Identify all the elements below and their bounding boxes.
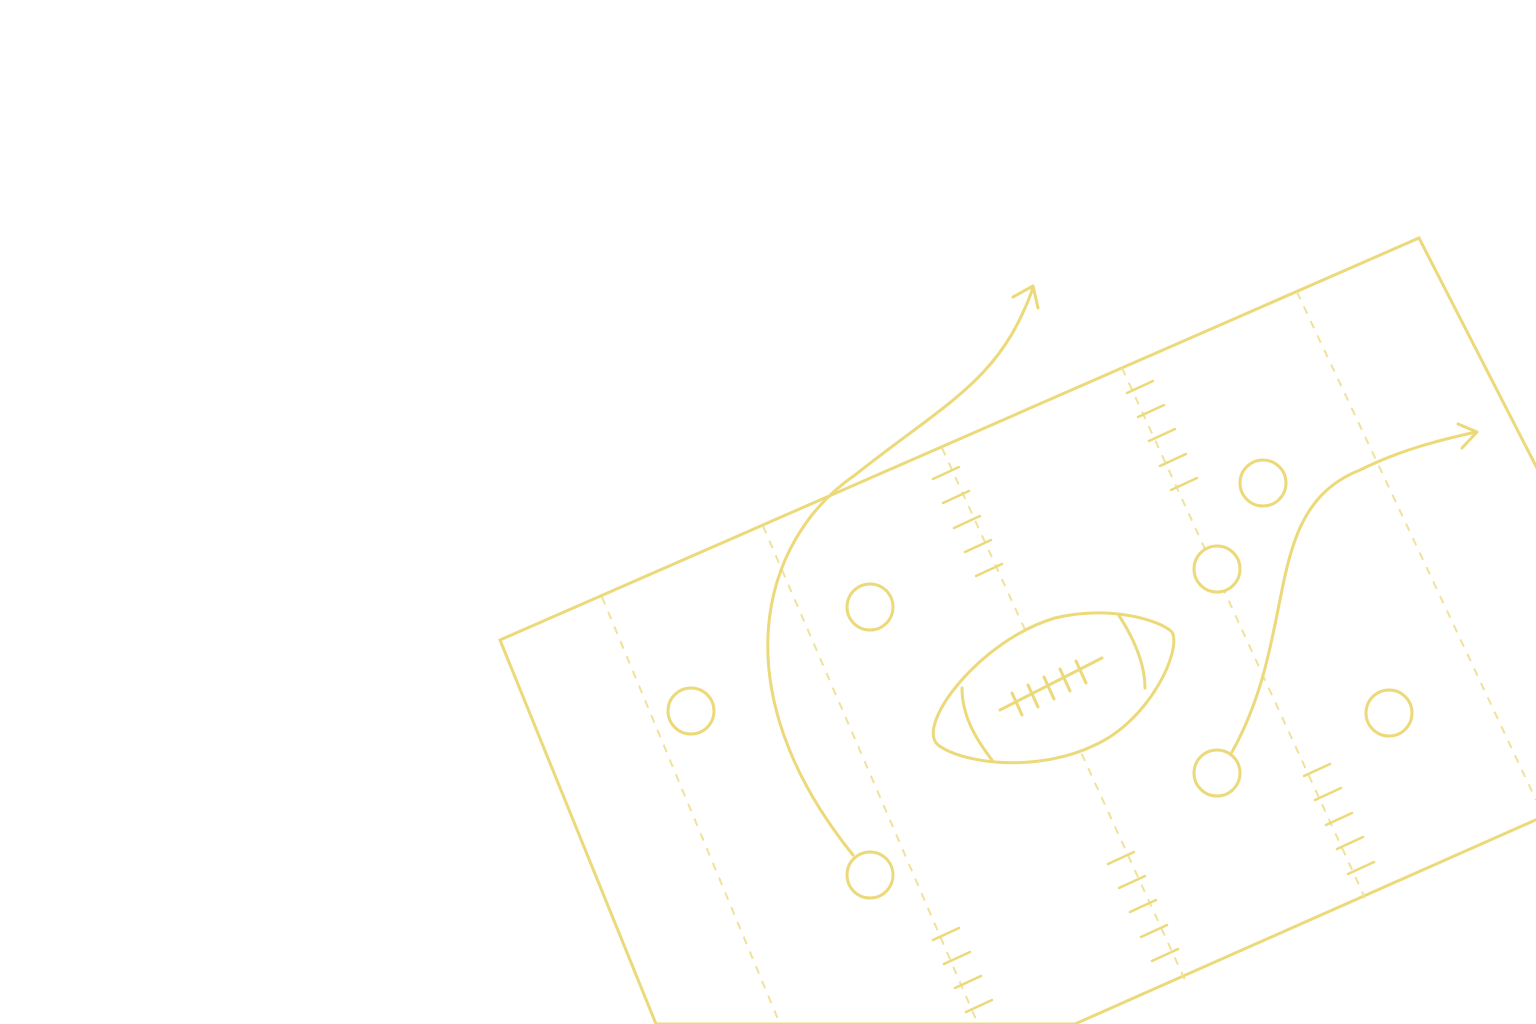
hash-mark (931, 926, 961, 942)
hash-mark (974, 562, 1004, 578)
player-circle-icon (1238, 458, 1288, 508)
player-circle-icon (666, 686, 716, 736)
play-route-arrow-icon (1230, 430, 1478, 754)
hash-mark (1136, 403, 1166, 419)
hash-mark (1346, 860, 1376, 876)
player-circle-icon (1192, 748, 1242, 798)
hash-mark (1117, 874, 1147, 890)
hash-mark (1106, 850, 1136, 866)
arrow-head-icon (1011, 284, 1040, 310)
hash-mark (1313, 786, 1343, 802)
hash-mark (1169, 476, 1199, 492)
play-route-arrow-icon (766, 286, 1035, 857)
football-lace (1074, 659, 1088, 685)
hash-mark (1150, 947, 1180, 963)
hash-mark (1302, 762, 1332, 778)
yard-line-5 (1296, 291, 1536, 801)
yard-line-1 (601, 596, 781, 1024)
players (666, 458, 1414, 900)
hash-mark (1324, 811, 1354, 827)
football-stripe-left (960, 686, 994, 762)
football-lace (1010, 691, 1024, 717)
football-stripe-right (1116, 612, 1147, 690)
hash-mark (942, 950, 972, 966)
hash-mark (1335, 835, 1365, 851)
hash-mark (941, 489, 971, 505)
hash-mark (953, 974, 983, 990)
player-circle-icon (845, 582, 895, 632)
hash-mark (964, 998, 994, 1014)
hash-mark (1147, 427, 1177, 443)
hash-mark (1128, 898, 1158, 914)
hash-mark (952, 514, 982, 530)
hash-marks (931, 379, 1376, 1014)
yard-line-4 (1121, 367, 1366, 899)
hash-mark (931, 465, 961, 481)
football-lace (1058, 667, 1072, 693)
football-lace (1042, 675, 1056, 701)
player-circle-icon (1364, 688, 1414, 738)
football-icon (931, 611, 1176, 765)
field-outline (498, 236, 1536, 1024)
yard-line-2 (762, 525, 979, 1024)
hash-mark (1139, 923, 1169, 939)
hash-mark (1125, 379, 1155, 395)
hash-mark (1158, 452, 1188, 468)
player-circle-icon (845, 850, 895, 900)
play-routes (766, 284, 1479, 857)
hash-mark (963, 538, 993, 554)
arrow-head-icon (1456, 422, 1479, 450)
player-circle-icon (1192, 544, 1242, 594)
football-body (931, 611, 1176, 765)
football-lace (1026, 683, 1040, 709)
